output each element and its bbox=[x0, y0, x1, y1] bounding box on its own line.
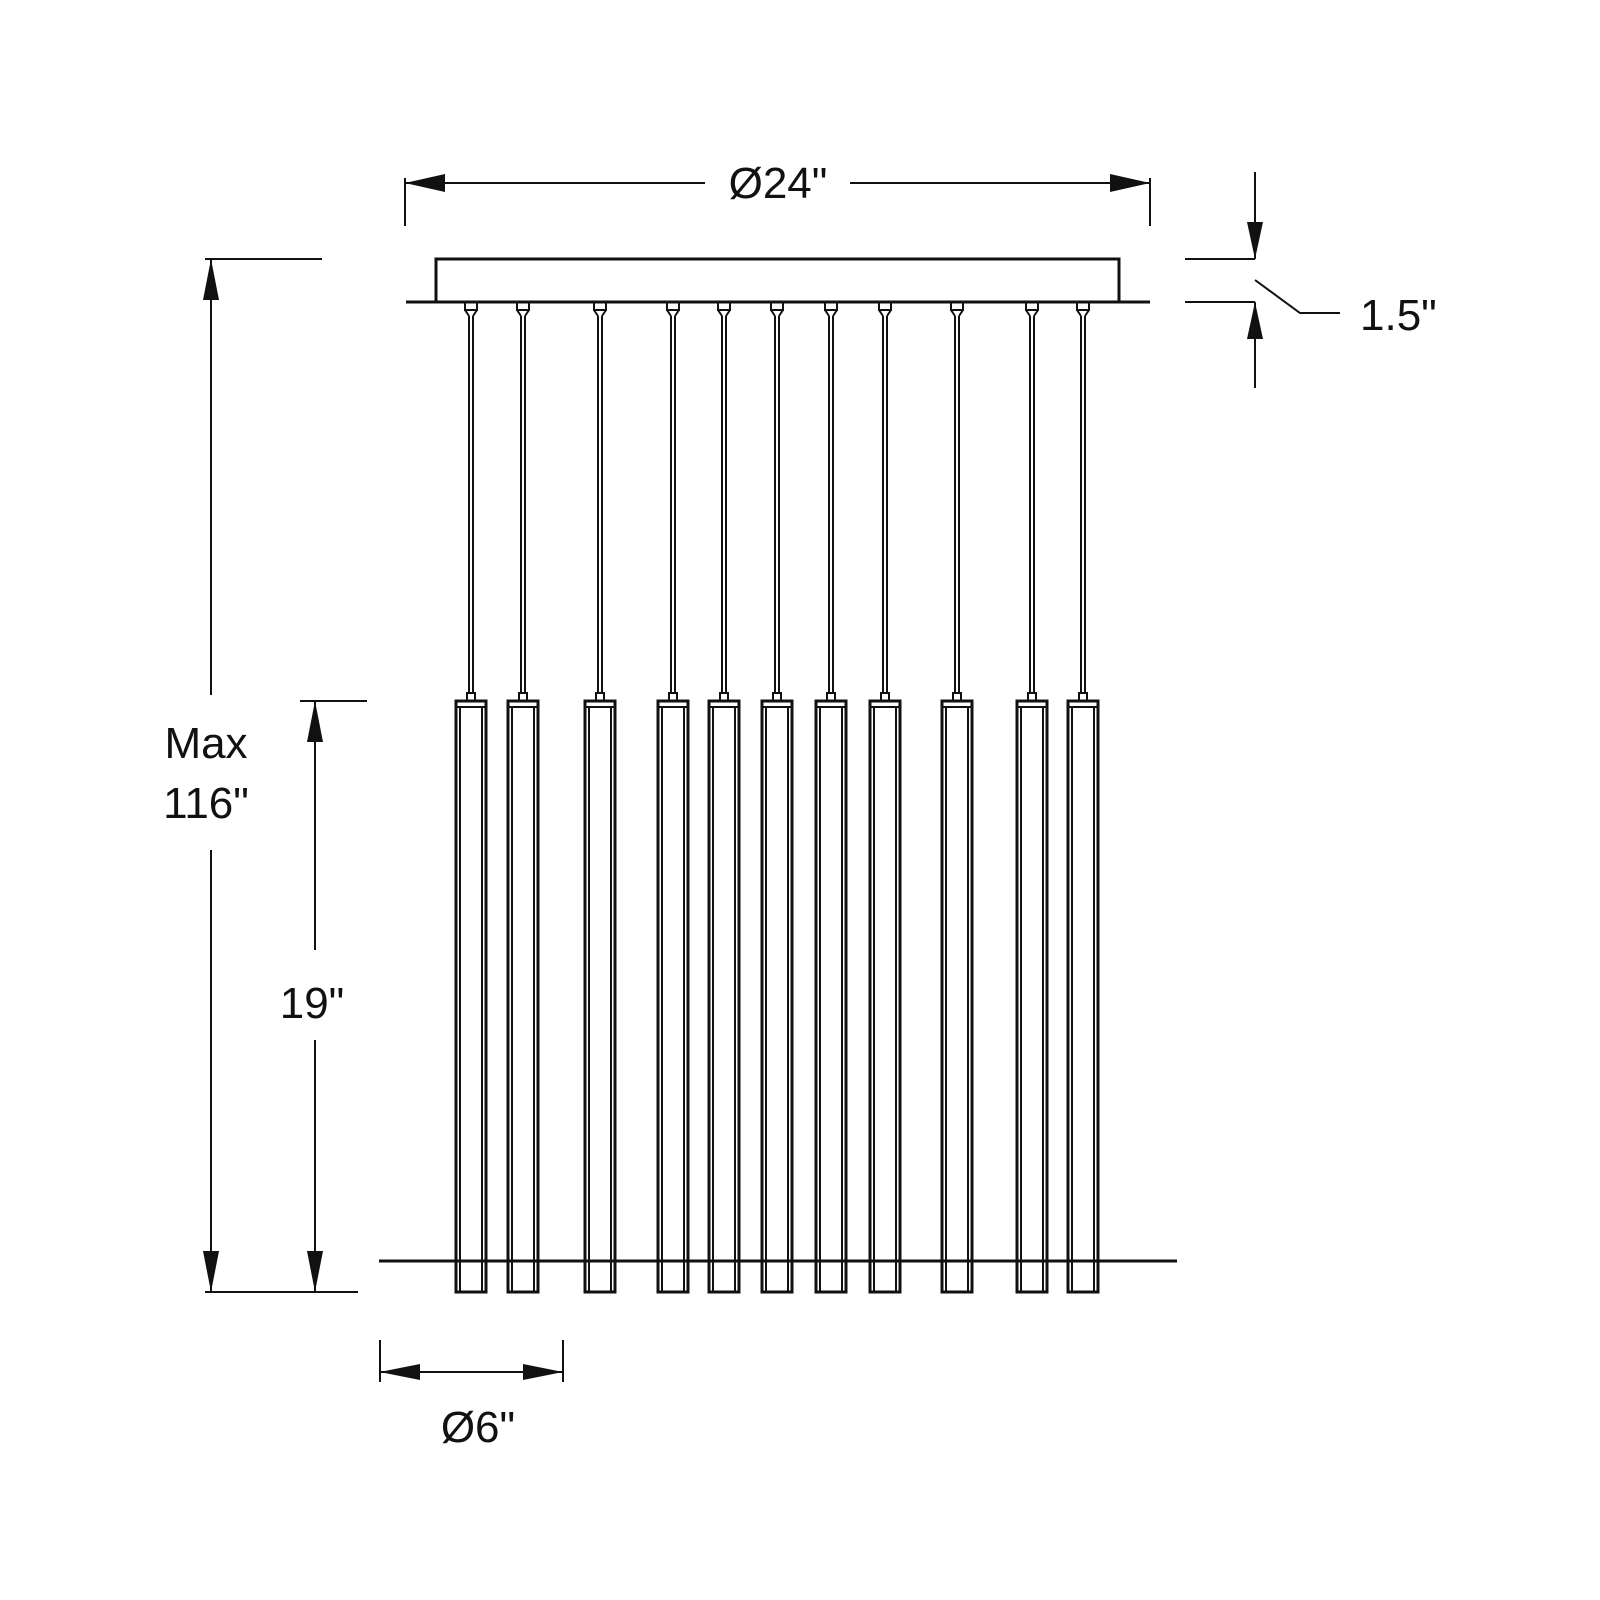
pendant-tube bbox=[940, 699, 974, 1294]
pendant-tube bbox=[454, 699, 488, 1294]
cluster-diameter-label: Ø6" bbox=[441, 1403, 515, 1452]
canopy-height-label: 1.5" bbox=[1360, 291, 1437, 340]
pendant-mount bbox=[666, 301, 680, 311]
pendant-tube bbox=[583, 699, 617, 1294]
pendant-mount bbox=[824, 301, 838, 311]
pendant bbox=[868, 301, 902, 1294]
pendant bbox=[656, 301, 690, 1294]
pendant bbox=[940, 301, 974, 1294]
pendant-mount bbox=[770, 301, 784, 311]
canopy bbox=[406, 257, 1150, 304]
pendant-tube bbox=[1015, 699, 1049, 1294]
max-height-label-line2: 116" bbox=[163, 779, 249, 828]
pendant-tube bbox=[868, 699, 902, 1294]
pendant-mount bbox=[878, 301, 892, 311]
pendant bbox=[760, 301, 794, 1294]
pendant-tube bbox=[707, 699, 741, 1294]
pendant-mount bbox=[950, 301, 964, 311]
pendant-tube bbox=[1066, 699, 1100, 1294]
pendant-mount bbox=[593, 301, 607, 311]
canopy-diameter-dimension: Ø24" bbox=[404, 159, 1151, 226]
pendant bbox=[454, 301, 488, 1294]
pendant-tube bbox=[760, 699, 794, 1294]
pendant-tube bbox=[814, 699, 848, 1294]
max-height-dimension: Max 116" bbox=[163, 258, 358, 1293]
pendant-length-label: 19" bbox=[280, 979, 345, 1028]
pendant bbox=[583, 301, 617, 1294]
pendant-group bbox=[454, 301, 1100, 1294]
pendant bbox=[1015, 301, 1049, 1294]
pendant bbox=[814, 301, 848, 1294]
pendant-length-dimension: 19" bbox=[280, 700, 367, 1292]
pendant bbox=[506, 301, 540, 1294]
pendant-tube bbox=[656, 699, 690, 1294]
max-height-label-line1: Max bbox=[164, 719, 247, 768]
pendant bbox=[1066, 301, 1100, 1294]
pendant-mount bbox=[1076, 301, 1090, 311]
pendant bbox=[707, 301, 741, 1294]
pendant-tube bbox=[506, 699, 540, 1294]
pendant-mount bbox=[464, 301, 478, 311]
cluster-diameter-dimension: Ø6" bbox=[379, 1340, 564, 1452]
canopy-diameter-label: Ø24" bbox=[729, 159, 828, 208]
pendant-mount bbox=[1025, 301, 1039, 311]
canopy-height-dimension: 1.5" bbox=[1185, 172, 1437, 388]
pendant-mount bbox=[516, 301, 530, 311]
pendant-mount bbox=[717, 301, 731, 311]
